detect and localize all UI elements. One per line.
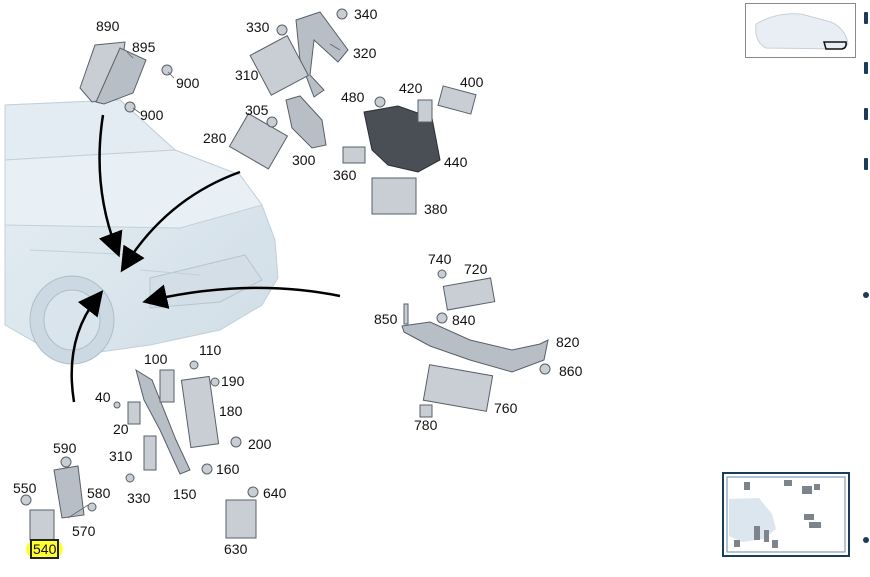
part-label-280[interactable]: 280 [203, 130, 227, 146]
part-label-550[interactable]: 550 [13, 480, 37, 496]
part-label-895[interactable]: 895 [132, 39, 156, 55]
part-label-305[interactable]: 305 [245, 102, 269, 118]
part-label-900-a[interactable]: 900 [176, 75, 200, 91]
part-label-150[interactable]: 150 [173, 486, 197, 502]
part-label-480[interactable]: 480 [341, 89, 365, 105]
edge-button-1[interactable] [863, 292, 869, 298]
edge-tab-1[interactable] [864, 12, 868, 24]
part-label-640[interactable]: 640 [263, 485, 287, 501]
part-label-190[interactable]: 190 [221, 373, 245, 389]
part-label-20[interactable]: 20 [113, 421, 129, 437]
part-label-200[interactable]: 200 [248, 436, 272, 452]
part-label-590[interactable]: 590 [53, 440, 77, 456]
parts [20, 8, 551, 541]
part-label-310-a[interactable]: 310 [235, 67, 259, 83]
part-label-360[interactable]: 360 [333, 167, 357, 183]
edge-button-2[interactable] [863, 537, 869, 543]
part-label-900-b[interactable]: 900 [140, 107, 164, 123]
part-label-540-selected[interactable]: 540 [26, 539, 64, 559]
part-label-580[interactable]: 580 [87, 485, 111, 501]
part-label-630[interactable]: 630 [224, 541, 248, 557]
part-label-400[interactable]: 400 [460, 74, 484, 90]
right-panel-edge [862, 0, 870, 572]
part-label-860[interactable]: 860 [559, 363, 583, 379]
part-label-780[interactable]: 780 [414, 417, 438, 433]
part-label-720[interactable]: 720 [464, 261, 488, 277]
leader-lines [67, 43, 341, 519]
part-label-740[interactable]: 740 [428, 251, 452, 267]
part-label-100[interactable]: 100 [144, 351, 168, 367]
edge-tab-3[interactable] [864, 108, 868, 120]
part-label-890[interactable]: 890 [96, 18, 120, 34]
part-label-570[interactable]: 570 [72, 523, 96, 539]
overview-drawing [726, 476, 846, 553]
vehicle-thumbnail-drawing [755, 13, 849, 50]
part-label-110[interactable]: 110 [199, 342, 222, 358]
part-label-310-b[interactable]: 310 [109, 448, 133, 464]
part-label-160[interactable]: 160 [216, 461, 240, 477]
part-label-300[interactable]: 300 [292, 152, 316, 168]
overview-navigator[interactable] [722, 472, 850, 557]
vehicle-thumbnail[interactable] [745, 3, 856, 58]
part-label-840[interactable]: 840 [452, 312, 476, 328]
part-label-540[interactable]: 540 [30, 539, 60, 559]
edge-tab-4[interactable] [864, 158, 868, 170]
part-label-40[interactable]: 40 [95, 389, 111, 405]
part-label-320[interactable]: 320 [353, 45, 377, 61]
part-label-180[interactable]: 180 [219, 403, 243, 419]
pointer-arrows [70, 114, 341, 403]
part-label-330-a[interactable]: 330 [246, 19, 270, 35]
part-label-330-b[interactable]: 330 [127, 490, 151, 506]
part-label-420[interactable]: 420 [399, 80, 423, 96]
part-label-440[interactable]: 440 [444, 154, 468, 170]
part-label-340[interactable]: 340 [354, 6, 378, 22]
part-label-760[interactable]: 760 [494, 400, 518, 416]
part-label-380[interactable]: 380 [424, 201, 448, 217]
part-label-820[interactable]: 820 [556, 334, 580, 350]
part-label-850[interactable]: 850 [374, 311, 398, 327]
edge-tab-2[interactable] [864, 62, 868, 74]
